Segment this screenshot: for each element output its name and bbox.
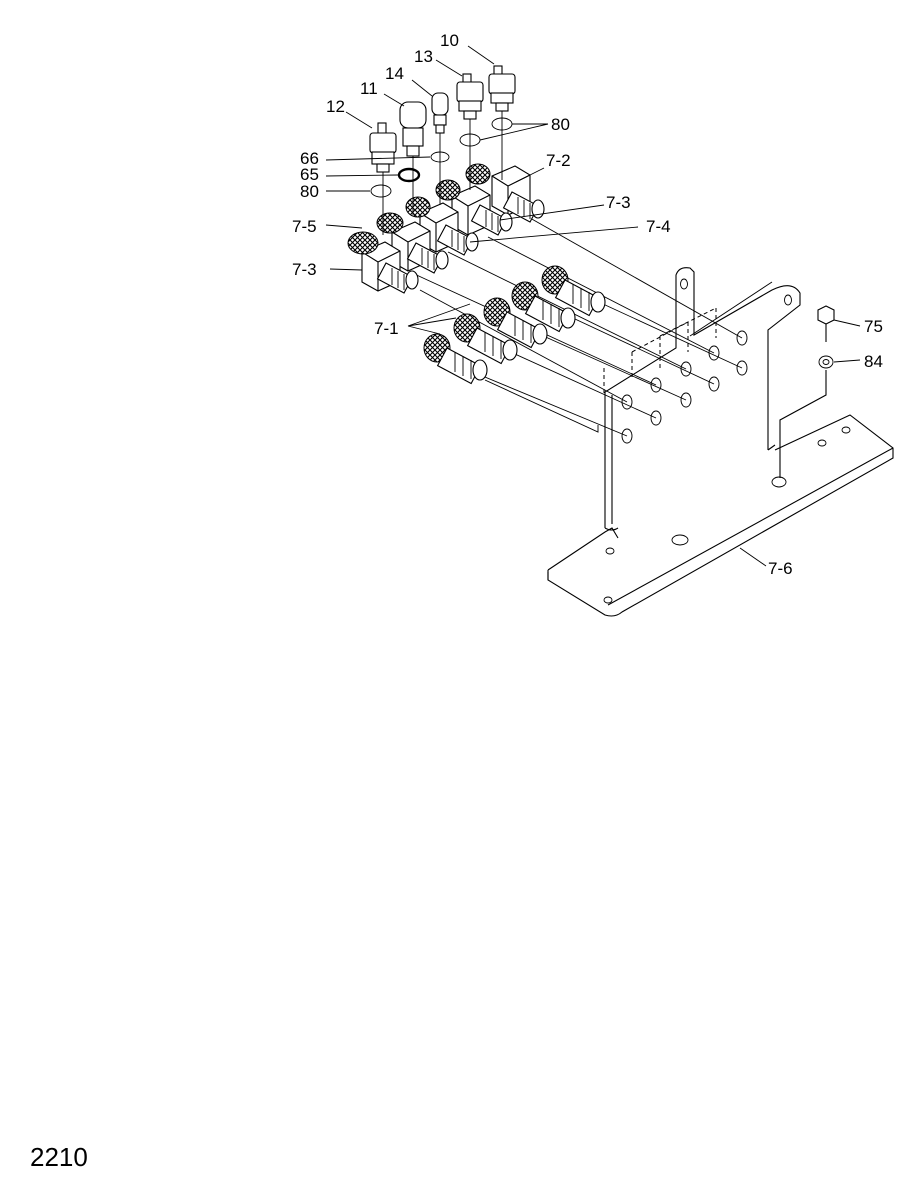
switch-11 xyxy=(399,101,427,157)
callout-80-top: 80 xyxy=(551,115,570,134)
mounting-bracket xyxy=(547,267,894,617)
callout-84: 84 xyxy=(864,352,883,371)
bolt-and-washer xyxy=(779,305,835,478)
page-number: 2210 xyxy=(30,1142,88,1172)
callout-65: 65 xyxy=(300,165,319,184)
switch-14 xyxy=(431,92,449,134)
callout-leaders xyxy=(325,45,861,567)
switch-12 xyxy=(369,122,397,173)
alignment-lines xyxy=(409,217,773,437)
callout-75: 75 xyxy=(864,317,883,336)
switch-13 xyxy=(456,73,484,120)
callout-14: 14 xyxy=(385,64,404,83)
callout-7-1: 7-1 xyxy=(374,319,399,338)
callout-7-5: 7-5 xyxy=(292,217,317,236)
hose-fittings xyxy=(423,265,606,385)
o-ring-65 xyxy=(397,167,421,183)
manifold-blocks xyxy=(347,163,545,294)
callout-11: 11 xyxy=(360,79,378,98)
switch-10 xyxy=(488,65,516,112)
callout-7-3-left: 7-3 xyxy=(292,260,317,279)
callout-7-4: 7-4 xyxy=(646,217,671,236)
pressure-switches xyxy=(369,65,516,235)
callout-labels: 10 13 14 11 12 80 66 65 80 7-2 7-3 7-4 7… xyxy=(292,31,883,578)
callout-7-2: 7-2 xyxy=(546,151,571,170)
callout-12: 12 xyxy=(326,97,345,116)
callout-7-6: 7-6 xyxy=(768,559,793,578)
callout-66: 66 xyxy=(300,149,319,168)
callout-10: 10 xyxy=(440,31,459,50)
callout-7-3-right: 7-3 xyxy=(606,193,631,212)
callout-80-left: 80 xyxy=(300,182,319,201)
callout-13: 13 xyxy=(414,47,433,66)
washer-80-c xyxy=(370,184,392,198)
